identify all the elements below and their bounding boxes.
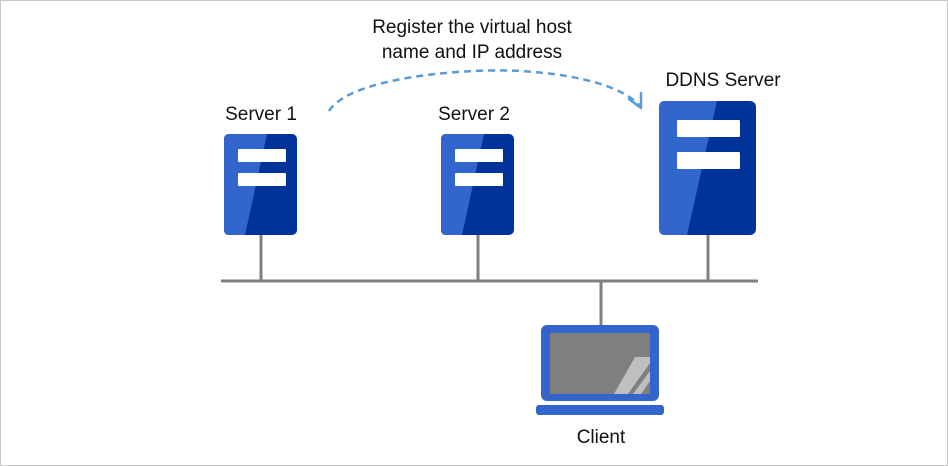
client-label: Client (577, 427, 626, 448)
network (221, 235, 758, 325)
server1 (224, 134, 297, 235)
annotation-line1: Register the virtual host (372, 17, 572, 38)
server2-slot-top (455, 149, 503, 162)
server2-slot-bottom (455, 173, 503, 186)
ddns-slot-bottom (677, 152, 740, 169)
server1-slot-top (238, 149, 286, 162)
ddns-slot-top (677, 120, 740, 137)
arrowhead-icon (627, 91, 643, 110)
client-laptop (536, 325, 664, 415)
register-arrow (327, 69, 643, 112)
screen-shine-1 (614, 357, 650, 394)
server2-label: Server 2 (438, 104, 510, 125)
server1-label: Server 1 (225, 104, 297, 125)
screen-shine-2 (633, 371, 650, 394)
server1-slot-bottom (238, 173, 286, 186)
ddns-server (659, 101, 756, 235)
annotation-line2: name and IP address (382, 42, 562, 63)
server2 (441, 134, 514, 235)
register-arrow-path (327, 69, 642, 112)
laptop-base (536, 405, 664, 415)
ddns-server-label: DDNS Server (665, 70, 781, 91)
